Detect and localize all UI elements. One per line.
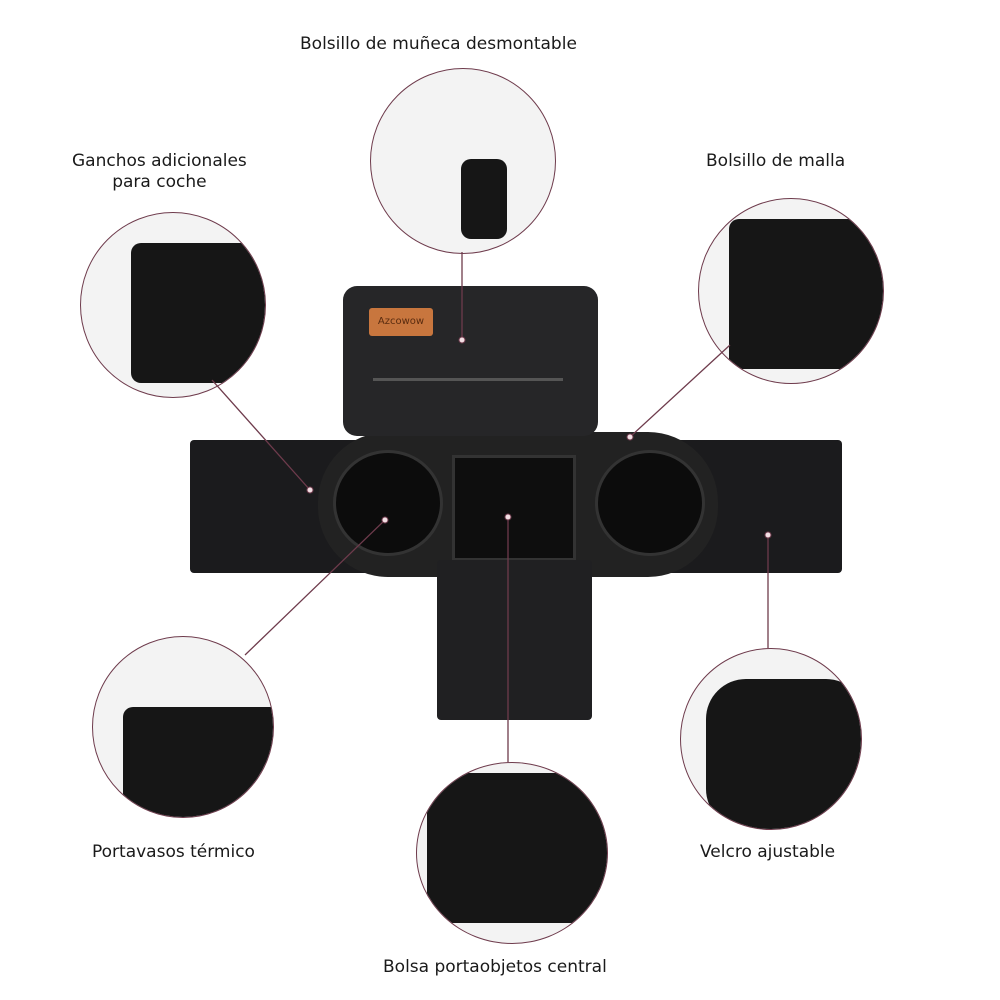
detail-wrist-pocket [370, 68, 556, 254]
center-compartment [452, 455, 576, 561]
detail-velcro [680, 648, 862, 830]
label-wrist-pocket: Bolsillo de muñeca desmontable [300, 34, 577, 54]
label-hooks-line1: Ganchos adicionales [72, 151, 247, 171]
brand-tag: Azcowow [369, 308, 433, 336]
velcro-flap [437, 560, 592, 720]
detail-cup-holder [92, 636, 274, 818]
label-cup-holder: Portavasos térmico [92, 842, 255, 862]
detail-mesh-pocket [698, 198, 884, 384]
label-mesh-pocket: Bolsillo de malla [706, 151, 846, 171]
zipper [373, 378, 563, 381]
cup-holder-left [333, 450, 443, 556]
detail-central-bag [416, 762, 608, 944]
label-hooks-line2: para coche [112, 172, 207, 192]
label-central-bag: Bolsa portaobjetos central [383, 957, 607, 977]
label-velcro: Velcro ajustable [700, 842, 836, 862]
top-zip-pocket: Azcowow [343, 286, 598, 436]
label-hooks: Ganchos adicionales para coche [72, 151, 247, 193]
detail-hooks [80, 212, 266, 398]
cup-holder-right [595, 450, 705, 556]
